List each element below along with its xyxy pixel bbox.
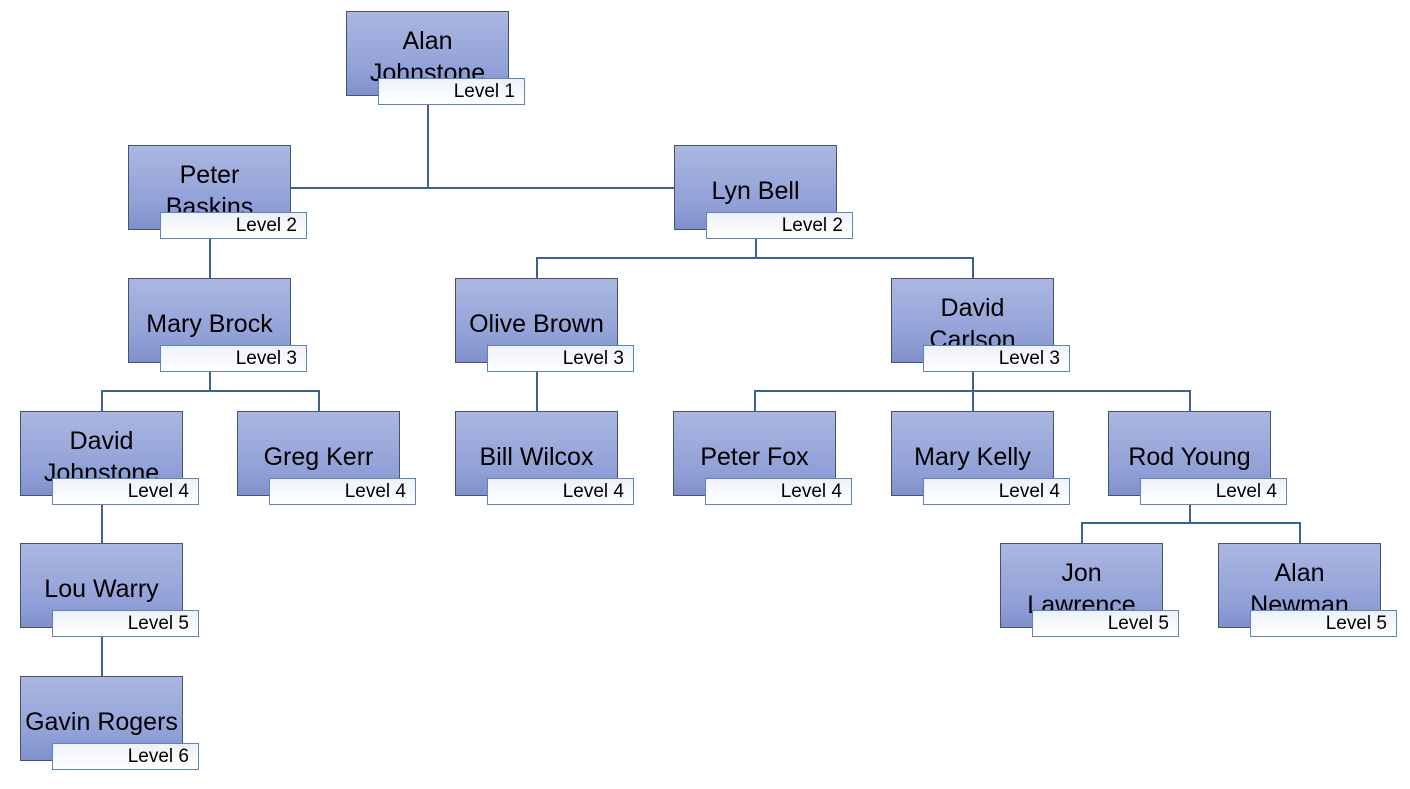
connector-line <box>290 186 675 189</box>
level-badge-olive-brown: Level 3 <box>487 345 634 372</box>
node-name: Mary Kelly <box>914 443 1031 471</box>
level-badge-text: Level 2 <box>781 214 843 236</box>
level-badge-peter-baskins: Level 2 <box>160 212 307 239</box>
level-badge-alan-johnstone: Level 1 <box>378 78 525 105</box>
connector-line <box>971 390 974 413</box>
level-badge-david-carlson: Level 3 <box>923 345 1070 372</box>
connector-line <box>1298 522 1301 545</box>
node-name: Bill Wilcox <box>479 443 594 471</box>
connector-line <box>1188 390 1191 413</box>
node-name: Jon <box>1061 559 1102 587</box>
connector-line <box>753 390 756 413</box>
connector-line <box>426 105 429 188</box>
connector-line <box>535 257 974 259</box>
connector-line <box>535 257 538 280</box>
level-badge-text: Level 3 <box>235 347 297 369</box>
level-badge-text: Level 2 <box>235 214 297 236</box>
connector-line <box>100 637 103 678</box>
level-badge-mary-kelly: Level 4 <box>923 478 1070 505</box>
connector-line <box>1188 505 1191 523</box>
level-badge-gavin-rogers: Level 6 <box>52 743 199 770</box>
level-badge-text: Level 3 <box>562 347 624 369</box>
connector-line <box>535 372 538 413</box>
connector-line <box>971 372 974 391</box>
level-badge-greg-kerr: Level 4 <box>269 478 416 505</box>
level-badge-text: Level 4 <box>998 480 1060 502</box>
level-badge-text: Level 5 <box>1107 612 1169 634</box>
level-badge-text: Level 5 <box>127 612 189 634</box>
level-badge-bill-wilcox: Level 4 <box>487 478 634 505</box>
level-badge-david-johnstone: Level 4 <box>52 478 199 505</box>
node-name: Greg Kerr <box>263 443 374 471</box>
connector-line <box>971 257 974 280</box>
level-badge-text: Level 4 <box>562 480 624 502</box>
node-name: Peter Fox <box>700 443 809 471</box>
level-badge-mary-brock: Level 3 <box>160 345 307 372</box>
level-badge-jon-lawrence: Level 5 <box>1032 610 1179 637</box>
level-badge-rod-young: Level 4 <box>1140 478 1287 505</box>
level-badge-alan-newman: Level 5 <box>1250 610 1397 637</box>
level-badge-text: Level 6 <box>127 745 189 767</box>
node-name: Lou Warry <box>44 575 159 603</box>
node-name: Alan <box>402 27 453 55</box>
connector-line <box>754 239 757 258</box>
connector-line <box>1080 522 1083 545</box>
level-badge-text: Level 3 <box>998 347 1060 369</box>
connector-line <box>100 390 103 413</box>
level-badge-text: Level 4 <box>127 480 189 502</box>
level-badge-lou-warry: Level 5 <box>52 610 199 637</box>
connector-line <box>208 239 211 280</box>
node-name: Peter <box>179 161 240 189</box>
level-badge-text: Level 4 <box>1215 480 1277 502</box>
node-name: Gavin Rogers <box>25 708 178 736</box>
level-badge-text: Level 4 <box>780 480 842 502</box>
node-name: Lyn Bell <box>711 177 800 205</box>
node-name: Olive Brown <box>469 310 604 338</box>
node-name: Rod Young <box>1128 443 1251 471</box>
level-badge-lyn-bell: Level 2 <box>706 212 853 239</box>
connector-line <box>100 505 103 545</box>
node-name: David <box>940 294 1005 322</box>
connector-line <box>208 372 211 391</box>
node-name: Mary Brock <box>146 310 273 338</box>
node-name: Alan <box>1274 559 1325 587</box>
node-name: David <box>69 427 134 455</box>
level-badge-text: Level 4 <box>344 480 406 502</box>
connector-line <box>1080 522 1301 524</box>
connector-line <box>100 390 320 392</box>
connector-line <box>317 390 320 413</box>
level-badge-text: Level 5 <box>1325 612 1387 634</box>
level-badge-peter-fox: Level 4 <box>705 478 852 505</box>
level-badge-text: Level 1 <box>453 80 515 102</box>
